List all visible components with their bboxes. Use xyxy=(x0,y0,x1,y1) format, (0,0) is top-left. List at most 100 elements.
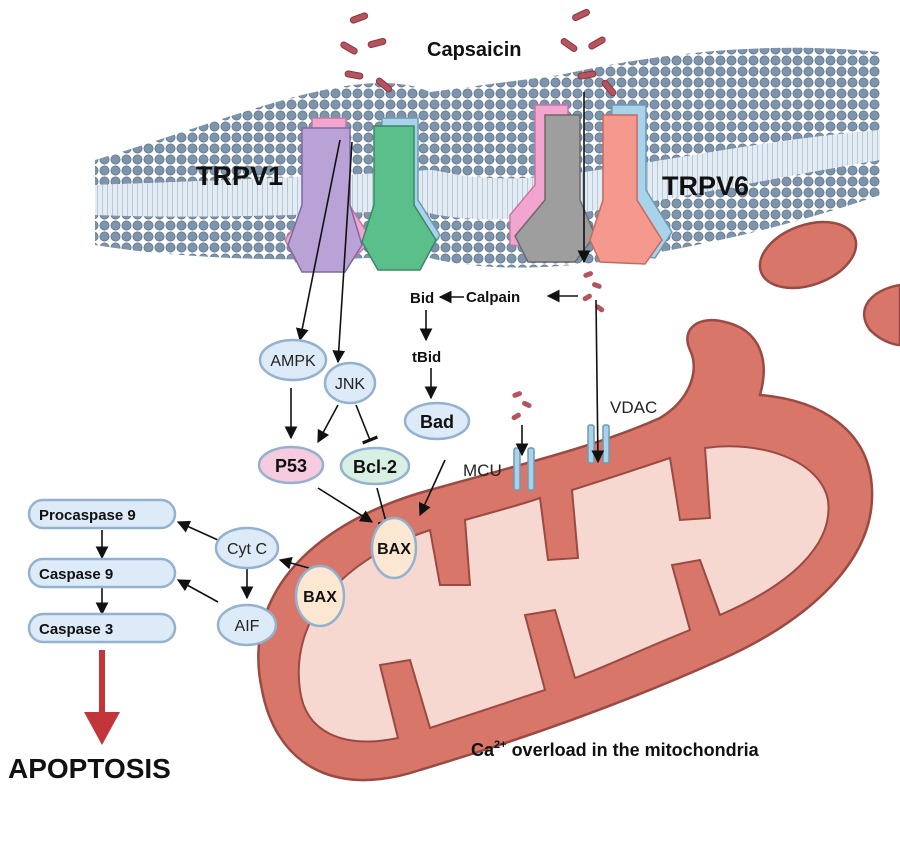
node-ampk: AMPK xyxy=(258,338,328,382)
calcium-ion xyxy=(595,304,605,313)
apoptosis-arrow xyxy=(84,650,120,745)
vdac-label: VDAC xyxy=(610,398,657,417)
capsaicin-molecule xyxy=(344,70,364,80)
calcium-ion xyxy=(582,293,592,302)
node-procaspase9: Procaspase 9 xyxy=(27,498,177,530)
arrow-p53-bax xyxy=(317,487,374,523)
aif-label: AIF xyxy=(235,618,260,635)
membrane-top-leaflet xyxy=(95,47,880,186)
p53-label: P53 xyxy=(275,456,307,476)
mitochondria-caption: Ca2+ overload in the mitochondria xyxy=(471,739,760,760)
caspase9-label: Caspase 9 xyxy=(39,566,113,583)
calcium-ions xyxy=(511,271,605,421)
caption-ca: Ca xyxy=(471,740,495,760)
mitochondrion-fragment xyxy=(863,283,900,347)
membrane-tail-layer xyxy=(95,130,880,220)
cytc-label: Cyt C xyxy=(227,541,267,558)
capsaicin-molecule xyxy=(577,70,597,80)
trpv6-gray-subunit xyxy=(514,114,596,263)
apoptosis-arrow-head xyxy=(84,712,120,745)
trpv1-green-subunit xyxy=(361,125,437,271)
node-bax-left-shape xyxy=(294,564,346,628)
node-caspase9-shape xyxy=(27,557,177,589)
node-aif-shape xyxy=(216,603,278,647)
mcu-label: MCU xyxy=(463,461,502,480)
bad-label: Bad xyxy=(420,412,454,432)
node-jnk-shape xyxy=(323,361,377,405)
arrow-jnk-p53 xyxy=(317,404,339,444)
node-caspase3-shape xyxy=(27,612,177,644)
mitochondrion-fragment xyxy=(758,220,858,290)
ampk-label: AMPK xyxy=(270,353,316,370)
node-p53: P53 xyxy=(257,445,325,485)
capsaicin-molecule xyxy=(588,36,606,50)
arrow-bad-bax xyxy=(418,459,446,517)
apoptosis-label: APOPTOSIS xyxy=(8,753,171,784)
mcu-channel-left xyxy=(513,447,521,491)
capsaicin-molecule xyxy=(340,41,358,55)
node-bcl2-shape xyxy=(339,446,411,486)
mitochondrion-inner-membrane xyxy=(297,445,830,743)
vdac-channel-right xyxy=(602,424,610,464)
capsaicin-molecules xyxy=(340,8,617,97)
tbid-label: tBid xyxy=(412,349,441,366)
trpv1-front-subunit xyxy=(287,127,363,273)
trpv1-channel xyxy=(284,117,441,273)
calpain-label: Calpain xyxy=(466,289,520,306)
trpv6-salmon-subunit xyxy=(589,114,663,265)
node-bax-center-shape xyxy=(370,516,418,580)
mitochondrion xyxy=(257,220,900,782)
trpv6-label: TRPV6 xyxy=(662,171,749,201)
procaspase9-label: Procaspase 9 xyxy=(39,507,136,524)
arrow-cytc-procaspase9 xyxy=(176,520,219,541)
caption-overload: overload in the mitochondria xyxy=(507,740,760,760)
capsaicin-molecule xyxy=(367,37,387,49)
bcl2-label: Bcl-2 xyxy=(353,457,397,477)
node-procaspase9-shape xyxy=(27,498,177,530)
bax-center-label: BAX xyxy=(377,541,411,558)
calcium-ion xyxy=(522,400,532,409)
inhibit-jnk-bcl2 xyxy=(355,404,379,445)
arrow-trpv1-ampk xyxy=(295,139,341,342)
arrow-aif-caspase9 xyxy=(176,579,219,603)
node-p53-shape xyxy=(257,445,325,485)
caption-ca-superscript: 2+ xyxy=(494,739,507,751)
cell-membrane xyxy=(95,47,880,268)
trpv6-channel xyxy=(509,104,673,265)
inhibit-bcl2-bax xyxy=(376,487,395,526)
calcium-ion xyxy=(512,391,523,398)
calcium-ion xyxy=(511,412,521,421)
capsaicin-molecule xyxy=(601,79,617,97)
node-bad: Bad xyxy=(403,401,471,441)
capsaicin-molecule xyxy=(572,8,590,22)
node-bax-left: BAX xyxy=(294,564,346,628)
caspase3-label: Caspase 3 xyxy=(39,621,113,638)
capsaicin-label: Capsaicin xyxy=(427,39,521,61)
capsaicin-molecule xyxy=(560,38,578,52)
arrow-ions-vdac xyxy=(591,299,605,464)
node-aif: AIF xyxy=(216,603,278,647)
vdac-channel-left xyxy=(587,424,595,464)
capsaicin-molecule xyxy=(375,77,393,93)
calcium-ion xyxy=(583,271,594,278)
bax-left-label: BAX xyxy=(303,589,337,606)
node-bax-center: BAX xyxy=(370,516,418,580)
bid-label: Bid xyxy=(410,290,434,307)
capsaicin-molecule xyxy=(349,12,369,24)
node-bcl2: Bcl-2 xyxy=(339,446,411,486)
node-jnk: JNK xyxy=(323,361,377,405)
node-cytc: Cyt C xyxy=(214,526,280,570)
arrow-trpv1-jnk xyxy=(332,141,353,364)
node-caspase3: Caspase 3 xyxy=(27,612,177,644)
node-cytc-shape xyxy=(214,526,280,570)
trpv1-label: TRPV1 xyxy=(196,161,283,191)
node-bad-shape xyxy=(403,401,471,441)
pathway-arrows xyxy=(95,92,605,616)
jnk-label: JNK xyxy=(335,376,366,393)
node-caspase9: Caspase 9 xyxy=(27,557,177,589)
apoptosis-arrow-shaft xyxy=(99,650,105,715)
node-ampk-shape xyxy=(258,338,328,382)
calcium-ion xyxy=(591,282,602,289)
mcu-channel-right xyxy=(527,447,535,491)
